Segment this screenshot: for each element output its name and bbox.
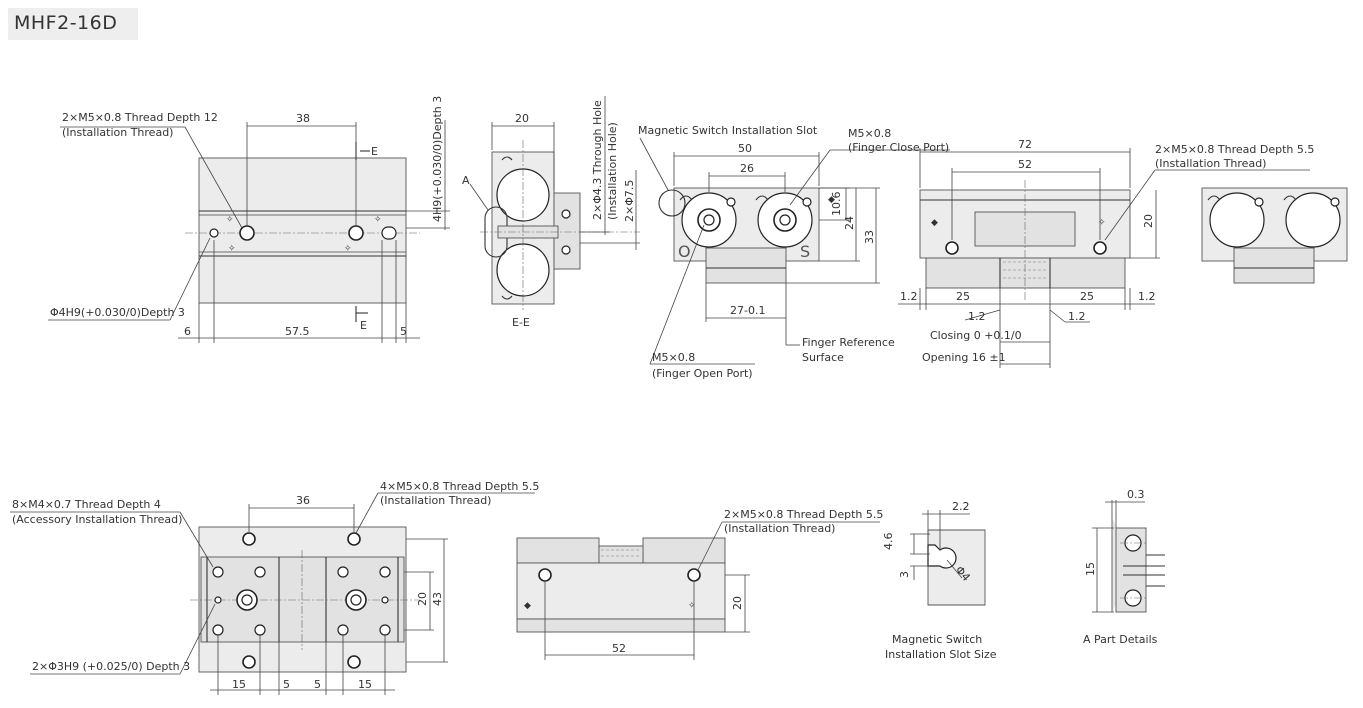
port-letter-o: O xyxy=(678,242,691,261)
label-finger-reference-1: Finger Reference xyxy=(802,336,895,349)
caption-switch-slot-2: Installation Slot Size xyxy=(885,648,997,661)
dim-1-2-inner-right: 1.2 xyxy=(1068,310,1086,323)
dim-20-bottom: 20 xyxy=(416,592,429,606)
note-installation-hole: (Installation Hole) xyxy=(606,122,619,220)
view-front: ◆ Magnetic Switch Installation Slot O S … xyxy=(638,124,950,380)
label-detail-a: A xyxy=(462,174,470,187)
view-section-e-e: 20 A 2×Φ4.3 Through Hole (Installation H… xyxy=(462,96,640,329)
dim-20-side: 20 xyxy=(1142,214,1155,228)
dim-1-2-inner-left: 1.2 xyxy=(968,310,986,323)
view-bottom: 36 8×M4×0.7 Thread Depth 4 (Accessory In… xyxy=(10,480,539,695)
dim-26: 26 xyxy=(740,162,754,175)
dim-52-side: 52 xyxy=(1018,158,1032,171)
dim-phi-7-5: 2×Φ7.5 xyxy=(623,180,636,222)
dim-36: 36 xyxy=(296,494,310,507)
label-close-port-2: (Finger Close Port) xyxy=(848,141,949,154)
view-bottom-side: ◆ ✧ 2×M5×0.8 Thread Depth 5.5 (Installat… xyxy=(516,508,883,660)
model-title-tag: MHF2-16D xyxy=(8,8,138,40)
svg-text:✧: ✧ xyxy=(374,215,382,225)
note-bottom-installation: (Installation Thread) xyxy=(380,494,491,507)
dim-5-left: 5 xyxy=(283,678,290,691)
dim-0-3: 0.3 xyxy=(1127,488,1145,501)
svg-text:◆: ◆ xyxy=(524,601,531,611)
section-mark-top: E xyxy=(371,145,378,158)
dim-25-right: 25 xyxy=(1080,290,1094,303)
note-pin-hole-depth-3: Φ4H9(+0.030/0)Depth 3 xyxy=(50,306,185,319)
dim-1-2-right: 1.2 xyxy=(1138,290,1156,303)
view-rear: 2×M5×0.8 Thread Depth 5.5 (Installation … xyxy=(1104,143,1348,284)
label-opening: Opening 16 ±1 xyxy=(922,351,1006,364)
dim-6: 6 xyxy=(184,325,191,338)
detail-switch-slot: 2.2 4.6 3 Φ4 Magnetic Switch Installatio… xyxy=(882,500,997,661)
dim-2-2: 2.2 xyxy=(952,500,970,513)
note-bottom-pin-hole: 2×Φ3H9 (+0.025/0) Depth 3 xyxy=(32,660,190,673)
dim-15-detail-a: 15 xyxy=(1084,562,1097,576)
dim-20-bottom-side: 20 xyxy=(731,596,744,610)
dim-50: 50 xyxy=(738,142,752,155)
note-accessory-installation: (Accessory Installation Thread) xyxy=(12,513,182,526)
note-rear-installation: (Installation Thread) xyxy=(1155,157,1266,170)
svg-text:✧: ✧ xyxy=(228,244,236,254)
model-title: MHF2-16D xyxy=(14,12,118,34)
dim-3-slot: 3 xyxy=(898,571,911,578)
svg-text:✧: ✧ xyxy=(688,601,696,611)
dim-57-5: 57.5 xyxy=(285,325,310,338)
svg-text:✧: ✧ xyxy=(1098,218,1106,228)
note-rear-thread: 2×M5×0.8 Thread Depth 5.5 xyxy=(1155,143,1314,156)
label-open-port-1: M5×0.8 xyxy=(652,351,695,364)
dim-72: 72 xyxy=(1018,138,1032,151)
dim-24: 24 xyxy=(843,216,856,230)
caption-a-part: A Part Details xyxy=(1083,633,1158,646)
detail-a-part: 0.3 15 A Part Details xyxy=(1083,488,1165,646)
note-thread-depth-12: 2×M5×0.8 Thread Depth 12 xyxy=(62,111,218,124)
note-bottom-side-installation: (Installation Thread) xyxy=(724,522,835,535)
dim-25-left: 25 xyxy=(956,290,970,303)
dim-10-6: 10.6 xyxy=(830,192,843,217)
note-bottom-side-thread: 2×M5×0.8 Thread Depth 5.5 xyxy=(724,508,883,521)
dim-15-right: 15 xyxy=(358,678,372,691)
dim-1-2-left: 1.2 xyxy=(900,290,918,303)
caption-switch-slot-1: Magnetic Switch xyxy=(892,633,982,646)
svg-text:◆: ◆ xyxy=(931,218,938,228)
dim-33: 33 xyxy=(863,230,876,244)
dim-52-bottom-side: 52 xyxy=(612,642,626,655)
dim-38: 38 xyxy=(296,112,310,125)
label-close-port-1: M5×0.8 xyxy=(848,127,891,140)
svg-text:✧: ✧ xyxy=(344,244,352,254)
label-switch-slot: Magnetic Switch Installation Slot xyxy=(638,124,818,137)
note-through-hole: 2×Φ4.3 Through Hole xyxy=(591,100,604,220)
view-top: ✧ ✧ ✧ ✧ 38 2×M5×0.8 Thread Depth 12 (Ins… xyxy=(48,96,450,343)
section-mark-bottom: E xyxy=(360,319,367,332)
dim-4-6: 4.6 xyxy=(882,533,895,551)
label-closing: Closing 0 +0.1/0 xyxy=(930,329,1022,342)
view-side: ◆ ✧ 72 52 20 1.2 25 25 1.2 1.2 1.2 Closi… xyxy=(898,138,1160,368)
note-depth-3-vertical: 4H9(+0.030/0)Depth 3 xyxy=(431,96,444,222)
port-letter-s: S xyxy=(800,242,810,261)
svg-text:◆: ◆ xyxy=(828,195,835,205)
dim-15-left: 15 xyxy=(232,678,246,691)
label-finger-reference-2: Surface xyxy=(802,351,844,364)
section-label-e-e: E-E xyxy=(512,316,530,329)
label-open-port-2: (Finger Open Port) xyxy=(652,367,753,380)
note-installation-thread-1: (Installation Thread) xyxy=(62,126,173,139)
dim-43: 43 xyxy=(431,592,444,606)
dim-5-right: 5 xyxy=(314,678,321,691)
note-bottom-thread: 4×M5×0.8 Thread Depth 5.5 xyxy=(380,480,539,493)
note-accessory-thread: 8×M4×0.7 Thread Depth 4 xyxy=(12,498,161,511)
dim-27: 27-0.1 xyxy=(730,304,765,317)
dim-20-section: 20 xyxy=(515,112,529,125)
dim-5: 5 xyxy=(400,325,407,338)
svg-text:✧: ✧ xyxy=(226,215,234,225)
